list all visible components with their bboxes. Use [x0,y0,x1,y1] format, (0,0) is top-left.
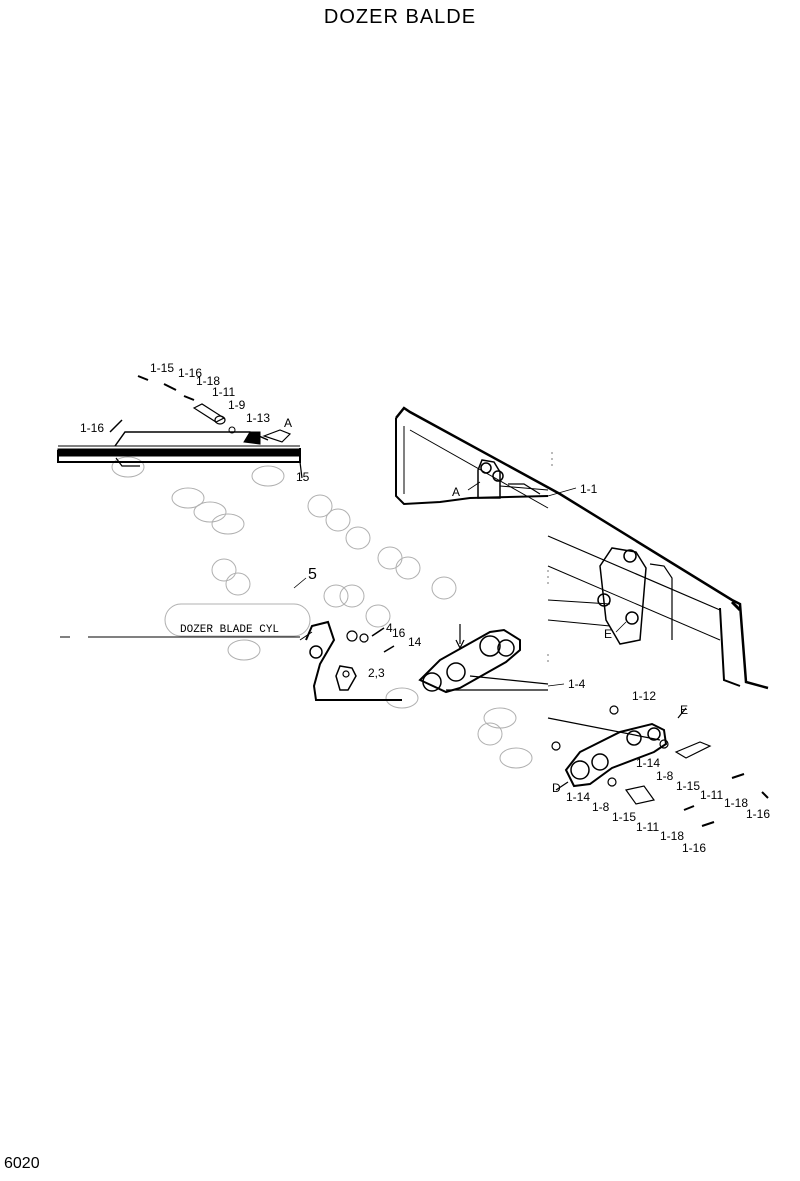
callout-1-8-b: 1-8 [592,800,610,814]
callout-a-top: A [284,416,292,430]
callout-1-14-b: 1-14 [566,790,590,804]
callout-1-8-a: 1-8 [656,769,674,783]
callout-1-16: 1-16 [178,366,202,380]
callout-1-15-b: 1-15 [612,810,636,824]
callout-1-18-a: 1-18 [724,796,748,810]
callout-1-15: 1-15 [150,361,174,375]
callout-1-4: 1-4 [568,677,586,691]
callout-a-blade: A [452,485,460,499]
callout-1-15-a: 1-15 [676,779,700,793]
callout-e-blade: E [604,627,612,641]
push-arm-assembly [305,620,549,701]
callout-1-11-a: 1-11 [700,788,723,802]
callout-1-18-b: 1-18 [660,829,684,843]
faint-callout-bubbles [111,456,533,769]
callout-1-9: 1-9 [228,398,246,412]
callout-15: 15 [296,470,310,484]
page-number: 6020 [4,1155,40,1172]
callout-14: 14 [408,635,422,649]
frame-left-assembly [57,375,303,479]
leader-lines [293,481,627,687]
item-5-label: 5 [308,566,317,583]
callout-1-16-b: 1-16 [682,841,706,855]
callout-labels: 1-15 1-16 1-18 1-11 1-9 1-13 A 1-16 15 A… [80,361,770,855]
callout-1-14-a: 1-14 [636,756,660,770]
dozer-blade [395,406,769,690]
callout-4: 4 [386,621,393,635]
callout-1-16-left: 1-16 [80,421,104,435]
callout-1-11: 1-11 [212,385,235,399]
callout-1-18: 1-18 [196,374,220,388]
callout-2-3: 2,3 [368,666,385,680]
callout-e-link: E [680,703,688,717]
callout-d: D [552,781,561,795]
callout-1-12: 1-12 [632,689,656,703]
callout-1-1: 1-1 [580,482,598,496]
callout-1-11-b: 1-11 [636,820,659,834]
callout-1-16-a: 1-16 [746,807,770,821]
callout-16: 16 [392,626,406,640]
callout-1-13: 1-13 [246,411,270,425]
link-assembly [547,705,769,827]
cylinder-centerline [60,631,313,641]
page-title: DOZER BALDE [323,6,477,28]
dozer-blade-cyl-label: DOZER BLADE CYL [180,624,279,636]
